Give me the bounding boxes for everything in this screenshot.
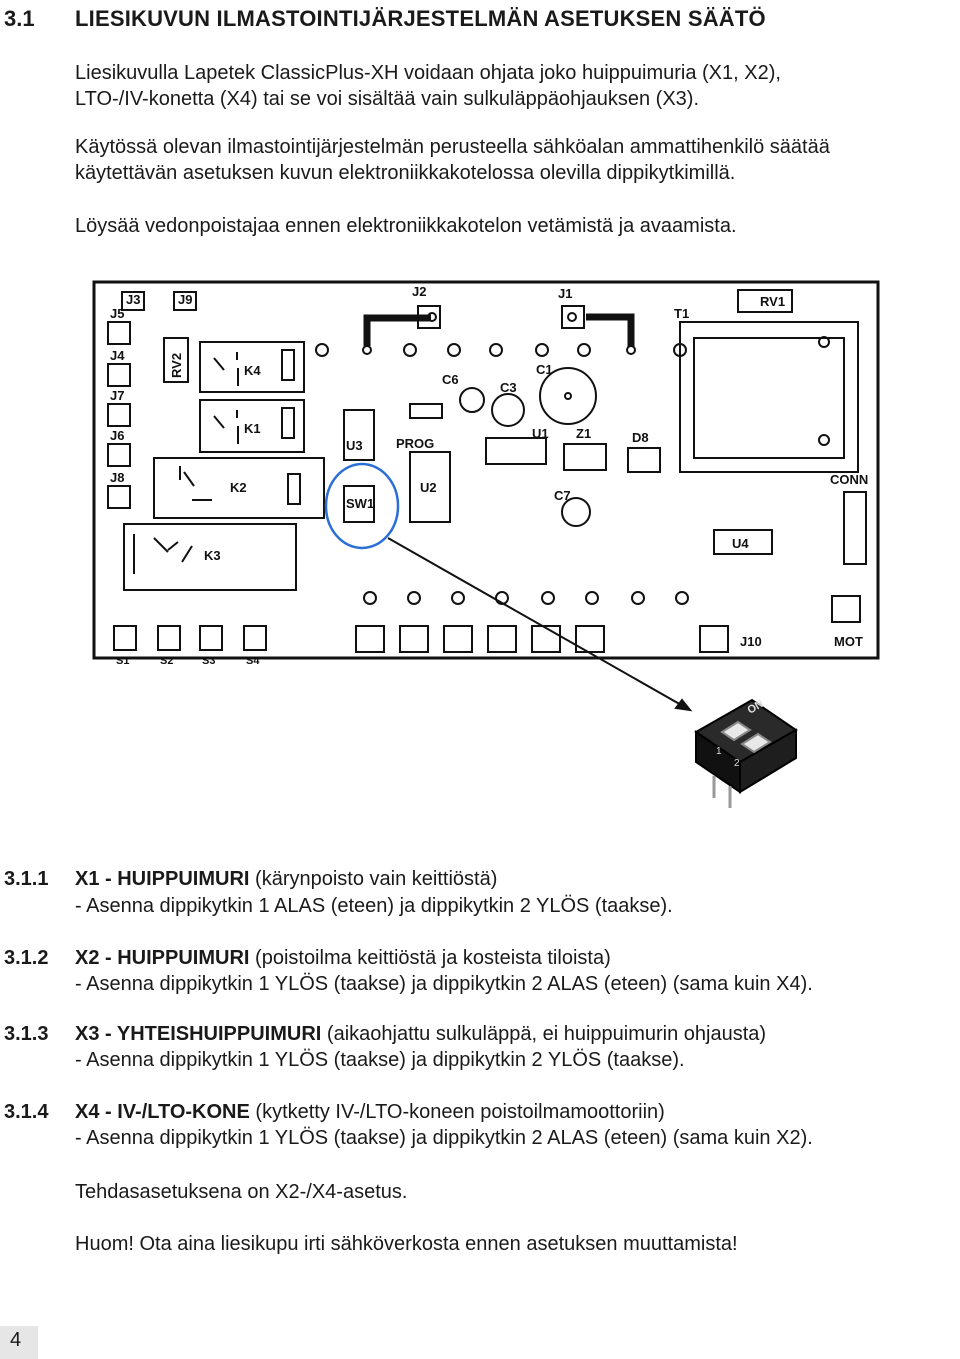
setting-3-number: 3.1.3 bbox=[4, 1023, 49, 1045]
setting-2-title: X2 - HUIPPUIMURI bbox=[75, 947, 250, 969]
setting-3-desc: (aikaohjattu sulkuläppä, ei huippuimurin… bbox=[326, 1023, 767, 1045]
label-c6: C6 bbox=[442, 372, 459, 387]
label-k3: K3 bbox=[204, 548, 221, 563]
dip-label-1: 1 bbox=[716, 746, 722, 757]
setting-3-title: X3 - YHTEISHUIPPUIMURI bbox=[75, 1023, 322, 1045]
board-outline bbox=[92, 280, 880, 660]
setting-4-title: X4 - IV-/LTO-KONE bbox=[75, 1101, 250, 1123]
page-number-box bbox=[0, 1326, 38, 1359]
label-j4: J4 bbox=[110, 348, 125, 363]
label-j1: J1 bbox=[558, 286, 572, 301]
label-j8: J8 bbox=[110, 470, 124, 485]
label-s3: S3 bbox=[202, 655, 215, 667]
label-t1: T1 bbox=[674, 306, 689, 321]
label-prog: PROG bbox=[396, 436, 434, 451]
setting-3-heading: X3 - YHTEISHUIPPUIMURI (aikaohjattu sulk… bbox=[75, 1021, 766, 1047]
setting-2-desc: (poistoilma keittiöstä ja kosteista tilo… bbox=[255, 947, 611, 969]
label-rv1: RV1 bbox=[760, 294, 785, 309]
dip-label-2: 2 bbox=[734, 758, 740, 769]
setting-2-heading: X2 - HUIPPUIMURI (poistoilma keittiöstä … bbox=[75, 945, 611, 971]
section-title: LIESIKUVUN ILMASTOINTIJÄRJESTELMÄN ASETU… bbox=[75, 6, 766, 31]
page-number: 4 bbox=[10, 1329, 22, 1351]
setting-4-heading: X4 - IV-/LTO-KONE (kytketty IV-/LTO-kone… bbox=[75, 1099, 665, 1125]
setting-1-heading: X1 - HUIPPUIMURI (kärynpoisto vain keitt… bbox=[75, 866, 497, 892]
intro-paragraph-2-line-2: käytettävän asetuksen kuvun elektroniikk… bbox=[75, 162, 736, 184]
label-u3: U3 bbox=[346, 438, 363, 453]
intro-paragraph-2-line-1: Käytössä olevan ilmastointijärjestelmän … bbox=[75, 136, 830, 158]
label-j3: J3 bbox=[126, 292, 140, 307]
label-c1: C1 bbox=[536, 362, 553, 377]
label-s4: S4 bbox=[246, 655, 260, 667]
setting-1-instruction: - Asenna dippikytkin 1 ALAS (eteen) ja d… bbox=[75, 895, 673, 917]
intro-paragraph-1-line-1: Liesikuvulla Lapetek ClassicPlus-XH void… bbox=[75, 62, 781, 84]
label-s1: S1 bbox=[116, 655, 129, 667]
label-s2: S2 bbox=[160, 655, 173, 667]
circuit-board-diagram: J3 J9 J5 J4 J7 J6 J8 RV2 K4 K1 K2 K3 J2 … bbox=[92, 280, 880, 808]
label-d8: D8 bbox=[632, 430, 649, 445]
pad-row-bottom bbox=[363, 591, 689, 605]
label-j7: J7 bbox=[110, 388, 124, 403]
dip-switch-highlight-circle bbox=[324, 462, 400, 550]
setting-4-instruction: - Asenna dippikytkin 1 YLÖS (taakse) ja … bbox=[75, 1127, 813, 1149]
label-j2: J2 bbox=[412, 284, 426, 299]
label-rv2: RV2 bbox=[169, 353, 184, 378]
label-u4: U4 bbox=[732, 536, 749, 551]
setting-1-desc: (kärynpoisto vain keittiöstä) bbox=[255, 868, 498, 890]
label-conn: CONN bbox=[830, 472, 868, 487]
label-u1: U1 bbox=[532, 426, 549, 441]
dip-switch-photo: ON 1 2 bbox=[694, 698, 798, 808]
safety-warning: Huom! Ota aina liesikupu irti sähköverko… bbox=[75, 1233, 738, 1255]
label-j5: J5 bbox=[110, 306, 124, 321]
setting-1-number: 3.1.1 bbox=[4, 868, 49, 890]
label-j9: J9 bbox=[178, 292, 192, 307]
label-k1: K1 bbox=[244, 421, 261, 436]
setting-1-title: X1 - HUIPPUIMURI bbox=[75, 868, 250, 890]
label-u2: U2 bbox=[420, 480, 437, 495]
label-j10: J10 bbox=[740, 634, 762, 649]
factory-setting-note: Tehdasasetuksena on X2-/X4-asetus. bbox=[75, 1181, 408, 1203]
setting-3-instruction: - Asenna dippikytkin 1 YLÖS (taakse) ja … bbox=[75, 1049, 685, 1071]
setting-4-desc: (kytketty IV-/LTO-koneen poistoilmamoott… bbox=[255, 1101, 665, 1123]
setting-2-number: 3.1.2 bbox=[4, 947, 49, 969]
pad-row-top bbox=[315, 343, 687, 357]
label-c7: C7 bbox=[554, 488, 571, 503]
intro-paragraph-1-line-2: LTO-/IV-konetta (X4) tai se voi sisältää… bbox=[75, 88, 700, 110]
label-c3: C3 bbox=[500, 380, 517, 395]
label-k4: K4 bbox=[244, 363, 261, 378]
label-mot: MOT bbox=[834, 634, 863, 649]
label-k2: K2 bbox=[230, 480, 247, 495]
label-sw1: SW1 bbox=[346, 496, 374, 511]
section-number: 3.1 bbox=[4, 6, 35, 31]
label-z1: Z1 bbox=[576, 426, 591, 441]
pointer-arrow bbox=[387, 537, 691, 711]
intro-paragraph-3: Löysää vedonpoistajaa ennen elektroniikk… bbox=[75, 215, 737, 237]
setting-2-instruction: - Asenna dippikytkin 1 YLÖS (taakse) ja … bbox=[75, 973, 813, 995]
setting-4-number: 3.1.4 bbox=[4, 1101, 49, 1123]
label-j6: J6 bbox=[110, 428, 124, 443]
